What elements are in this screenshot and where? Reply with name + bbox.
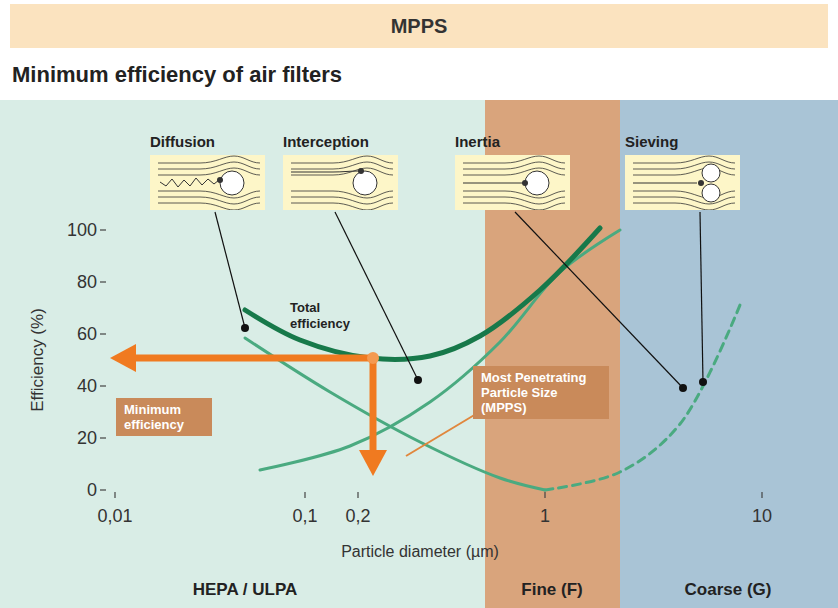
horizontal-arrow [132,355,373,362]
streamline [463,203,565,210]
band-label: Coarse (G) [685,580,772,600]
streamline [633,162,735,169]
mechanism-label: Sieving [625,133,678,150]
mechanism-box: Diffusion [150,155,265,210]
fiber [220,171,244,195]
coarse-band [620,100,838,608]
tick-label: 0 [87,480,97,501]
fiber [702,164,720,182]
arrow-head [359,450,387,476]
particle-path [291,171,359,172]
streamline [463,162,565,169]
header-band: MPPS [10,4,828,48]
streamline [291,156,393,163]
band-label: HEPA / ULPA [193,580,298,600]
tick-label: 0,1 [292,506,317,527]
fiber [525,171,549,195]
streamline [158,156,260,163]
mechanism-label: Diffusion [150,133,215,150]
interception-illustration [283,155,398,210]
fiber [353,171,377,195]
tick-label: 1 [540,506,550,527]
tick-label: 20 [77,428,97,449]
sieving-illustration [625,155,740,210]
mechanism-label: Inertia [455,133,500,150]
minimum-point [367,352,379,364]
leader-line [700,212,703,382]
streamline [463,168,565,175]
streamline [633,203,735,210]
particle [698,180,704,186]
streamline [158,162,260,169]
leader-line [215,212,245,328]
callout-box: Most Penetrating Particle Size (MPPS) [473,366,609,419]
particle [358,168,364,174]
tick-label: 60 [77,324,97,345]
vertical-arrow [370,358,377,452]
streamline [633,156,735,163]
inertia-illustration [455,155,570,210]
particle-path [633,183,697,184]
mpps-leader [406,414,476,456]
axis-title: Particle diameter (µm) [341,543,499,561]
leader-dot [699,378,707,386]
total-efficiency-curve [245,228,600,359]
tick-label: 80 [77,272,97,293]
header-text: MPPS [391,15,448,38]
callout-text: Minimum efficiency [124,402,204,432]
particle [217,177,223,183]
mechanism-box: Inertia [455,155,570,210]
particle [522,180,528,186]
tick-label: 0,01 [97,506,132,527]
streamline [158,203,260,210]
leader-dot [414,376,422,384]
mechanism-box: Interception [283,155,398,210]
fiber [702,184,720,202]
leader-lines [215,212,707,392]
axis-ticks [100,230,762,498]
minimum-arrows [110,344,476,476]
particle-path [463,183,525,184]
streamline [291,203,393,210]
streamline [291,162,393,169]
callout-box: Minimum efficiency [116,398,212,436]
band-label: Fine (F) [521,580,582,600]
leader-line [335,212,418,380]
leader-dot [679,384,687,392]
tick-label: 40 [77,376,97,397]
leader-line [515,212,683,388]
streamline [463,156,565,163]
chart-title: Minimum efficiency of air filters [12,62,342,88]
tick-label: 0,2 [345,506,370,527]
streamline [291,168,393,175]
streamline [158,168,260,175]
leader-dot [241,324,249,332]
mechanism-label: Interception [283,133,369,150]
tick-label: 10 [752,506,772,527]
curve-label: Total efficiency [290,300,368,332]
tick-label: 100 [67,220,97,241]
hepa-band [0,100,485,608]
diffusion-illustration [150,155,265,210]
particle-path [160,178,219,187]
mechanism-box: Sieving [625,155,740,210]
arrow-head [110,344,136,372]
callout-text: Most Penetrating Particle Size (MPPS) [481,370,601,415]
axis-title: Efficiency (%) [28,308,48,412]
